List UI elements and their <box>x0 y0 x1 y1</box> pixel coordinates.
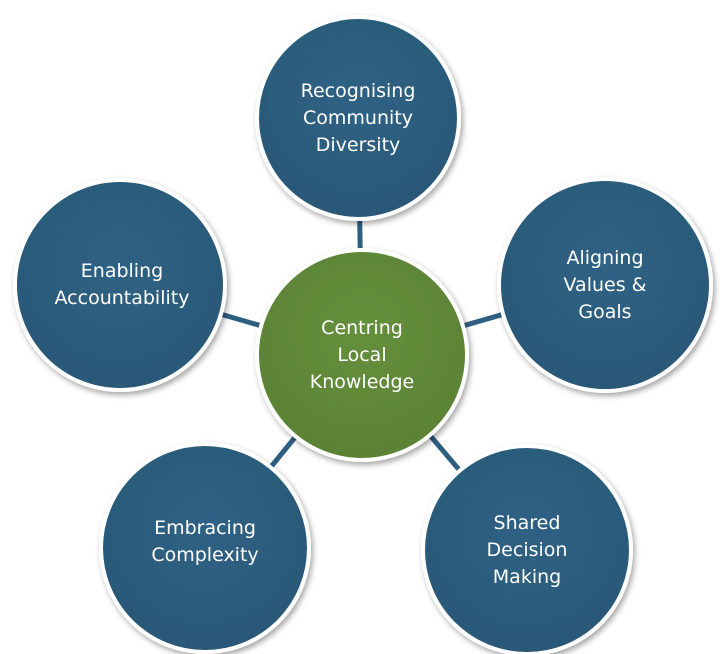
center-circle <box>255 248 469 462</box>
node-circle-bottom-left <box>99 442 311 654</box>
node-circle-right <box>497 177 713 393</box>
node-label-aligning-values-goals: Aligning Values & Goals <box>563 246 647 323</box>
node-circle-top <box>255 15 461 221</box>
node-label-enabling-accountability: Enabling Accountability <box>54 260 190 309</box>
node-label-recognising-community-diversity: Recognising Community Diversity <box>300 79 416 156</box>
node-label-shared-decision-making: Shared Decision Making <box>486 511 568 588</box>
node-circle-left <box>13 178 227 392</box>
center-label-centring-local-knowledge: Centring Local Knowledge <box>309 316 415 393</box>
node-circle-bottom-right <box>421 444 633 654</box>
node-label-embracing-complexity: Embracing Complexity <box>151 517 259 566</box>
